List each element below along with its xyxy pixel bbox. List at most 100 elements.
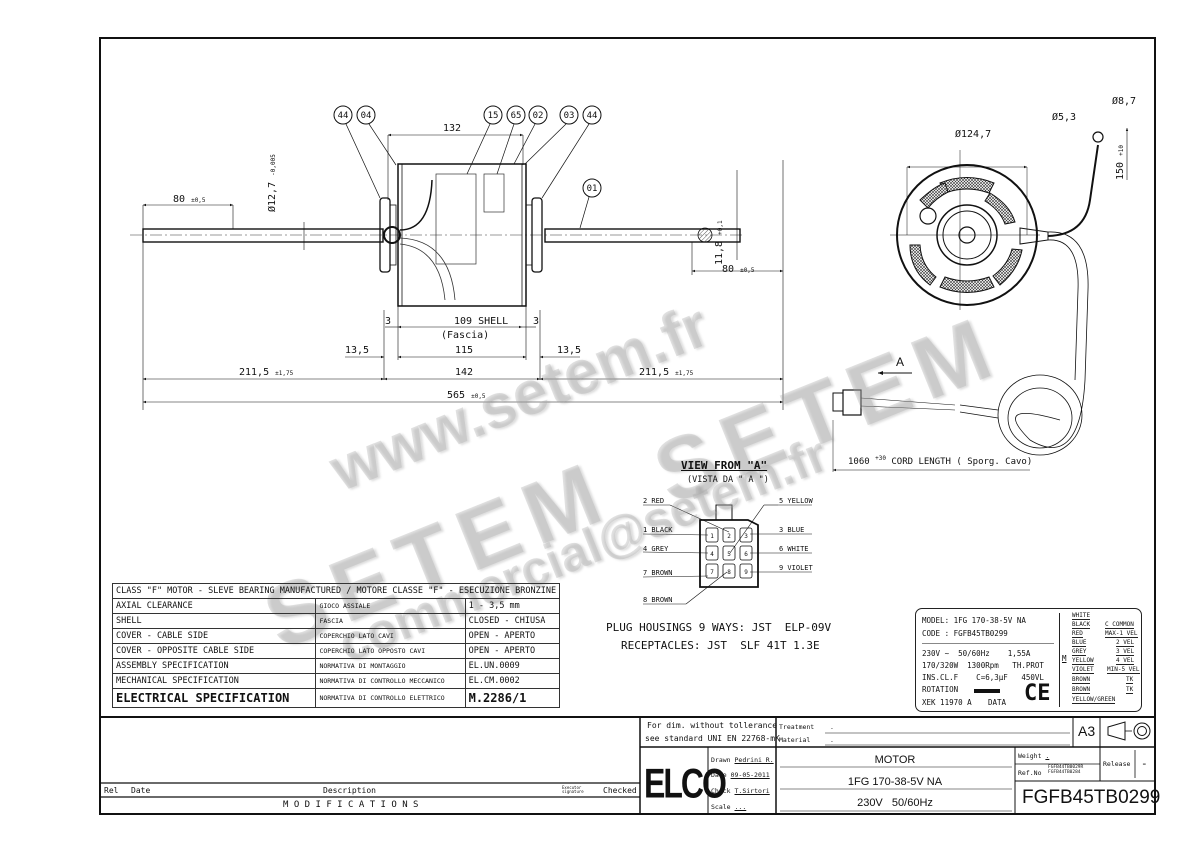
spec-table: CLASS "F" MOTOR - SLEVE BEARING MANUFACT… <box>111 583 561 708</box>
pin-label-red: 2 RED <box>643 497 665 505</box>
tolerance-note-2: see standard UNI EN 22768-mK <box>645 734 780 743</box>
svg-text:01: 01 <box>587 184 598 194</box>
drawing-title-2: 1FG 170-38-5V NA <box>847 776 943 788</box>
dim-inner: 115 <box>455 345 474 356</box>
nameplate-rotation: ROTATION <box>922 685 959 694</box>
pin-label-brown-7: 7 BROWN <box>643 569 673 577</box>
plug-housing-note: PLUG HOUSINGS 9 WAYS: JST ELP-09V <box>606 621 832 634</box>
dim-shell: 109 SHELL <box>454 316 509 327</box>
rotation-arrow-icon <box>974 689 1000 693</box>
svg-text:5: 5 <box>727 551 731 558</box>
ce-mark-icon: CE <box>1024 681 1051 706</box>
pin-label-white: 6 WHITE <box>779 545 809 553</box>
nameplate-data: DATA <box>988 698 1007 707</box>
dim-gap-right: 3 <box>533 316 540 327</box>
connector-subtitle: (VISTA DA " A ") <box>687 475 769 485</box>
pin-label-yellow: 5 YELLOW <box>779 497 813 505</box>
dim-offset-left: 13,5 <box>345 345 370 356</box>
dim-lug-outer: Ø8,7 <box>1112 96 1137 107</box>
nameplate-code: CODE : FGFB45TB0299 <box>922 629 1008 638</box>
dim-shaft-right: 211,5 ±1,75 <box>639 367 694 378</box>
svg-text:65: 65 <box>511 111 522 121</box>
dim-center: 142 <box>455 367 474 378</box>
svg-text:3: 3 <box>744 533 748 540</box>
drawn-label: Drawn Pedrini R. <box>711 756 774 764</box>
date-label: Date 09-05-2011 <box>711 771 770 779</box>
elco-logo: ELCO <box>644 760 727 807</box>
svg-text:03: 03 <box>564 111 575 121</box>
projection-symbol-icon <box>1106 720 1154 742</box>
svg-text:02: 02 <box>533 111 544 121</box>
svg-text:4: 4 <box>710 551 714 558</box>
svg-text:15: 15 <box>488 111 499 121</box>
svg-text:7: 7 <box>710 569 714 576</box>
dim-lug-hole: Ø5,3 <box>1052 112 1077 123</box>
nameplate-line1: 230V ~ 50/60Hz 1,55A <box>922 649 1031 658</box>
nameplate-line3: INS.CL.F C=6,3µF 450VL <box>922 673 1044 682</box>
pin-label-grey: 4 GREY <box>643 545 669 553</box>
connector-title: VIEW FROM "A" <box>681 459 768 472</box>
material-value: . <box>830 736 834 744</box>
svg-text:04: 04 <box>361 111 372 121</box>
tolerance-note-1: For dim. without tollerance <box>647 721 778 730</box>
dim-shaft-left: 211,5 ±1,75 <box>239 367 294 378</box>
drawing-title-1: MOTOR <box>874 754 916 766</box>
motor-symbol: M <box>1062 654 1067 663</box>
refno-label: Ref.No <box>1018 769 1042 777</box>
nameplate-xek: XEK 11970 A <box>922 698 972 707</box>
motor-nameplate: MODEL: 1FG 170-38-5V NA CODE : FGFB45TB0… <box>915 608 1142 712</box>
dim-shell-it: (Fascia) <box>441 330 490 341</box>
modifications-title: M O D I F I C A T I O N S <box>283 800 419 810</box>
treatment-label: Treatment <box>779 723 815 731</box>
dim-left-flat: 80 ±0,5 <box>173 194 206 205</box>
release-label: Release <box>1103 760 1131 768</box>
svg-text:2: 2 <box>727 533 731 540</box>
svg-text:9: 9 <box>744 569 748 576</box>
mod-col-rel: Rel <box>104 786 119 795</box>
material-label: Material <box>779 736 811 744</box>
dim-flat-height: 11,8 +0,1 <box>714 220 725 265</box>
drawing-title-3: 230V 50/60Hz <box>857 797 933 809</box>
mod-col-date: Date <box>131 786 151 795</box>
dim-body-length: 132 <box>443 123 462 134</box>
svg-text:44: 44 <box>338 111 349 121</box>
view-arrow-label: A <box>896 355 905 369</box>
dim-shaft-dia: Ø12,7 -0,005 <box>267 154 278 212</box>
nameplate-model: MODEL: 1FG 170-38-5V NA <box>922 616 1026 625</box>
part-number: FGFB45TB0299 <box>1022 787 1161 808</box>
mod-col-description: Description <box>323 786 376 795</box>
dim-lead-len: 150 +10 <box>1115 145 1126 180</box>
svg-text:6: 6 <box>744 551 748 558</box>
scale-label: Scale ... <box>711 803 747 811</box>
pin-label-violet: 9 VIOLET <box>779 564 813 572</box>
release-value: - <box>1141 757 1148 770</box>
spec-header: CLASS "F" MOTOR - SLEVE BEARING MANUFACT… <box>111 583 561 599</box>
treatment-value: . <box>830 723 834 731</box>
pin-label-brown-8: 8 BROWN <box>643 596 673 604</box>
nameplate-line2: 170/320W 1300Rpm TH.PROT <box>922 661 1044 670</box>
svg-text:8: 8 <box>727 569 731 576</box>
drawing-frame <box>99 37 1156 815</box>
dim-offset-right: 13,5 <box>557 345 582 356</box>
dim-end-dia: Ø124,7 <box>955 129 992 140</box>
mod-col-checked: Checked <box>603 786 637 795</box>
weight-label: Weight . <box>1018 752 1050 760</box>
dim-right-flat: 80 ±0,5 <box>722 264 755 275</box>
dim-overall: 565 ±0,5 <box>447 390 486 401</box>
mod-col-executor: Executor signature <box>562 785 584 794</box>
check-label: Check T.Sirtori <box>711 787 770 795</box>
dim-cord-length: 1060 +30 CORD LENGTH ( Sporg. Cavo) <box>848 455 1033 467</box>
receptacles-note: RECEPTACLES: JST SLF 41T 1.3E <box>621 639 820 652</box>
paper-format: A3 <box>1078 723 1096 739</box>
pin-label-black: 1 BLACK <box>643 526 673 534</box>
pin-label-blue: 3 BLUE <box>779 526 805 534</box>
